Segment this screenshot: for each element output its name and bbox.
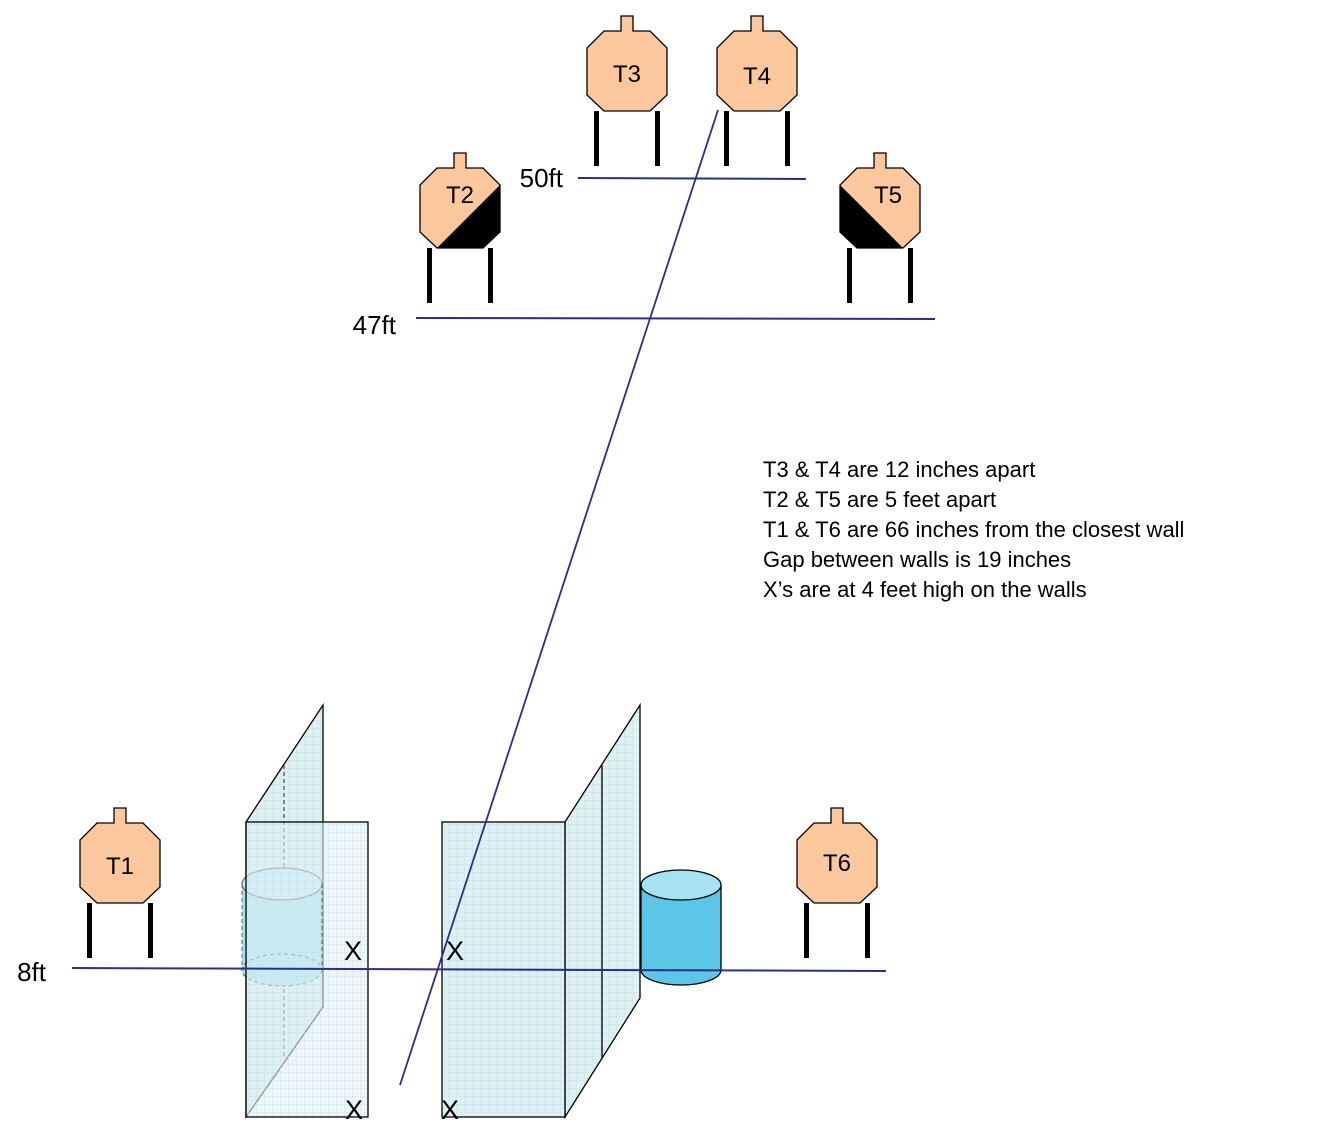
target-t2-label: T2 (446, 182, 474, 209)
note-line: T1 & T6 are 66 inches from the closest w… (763, 517, 1185, 542)
x-mark-right-bottom: X (441, 1095, 459, 1120)
target-t4-label: T4 (743, 63, 771, 90)
wall-right-side-panel (564, 702, 641, 1120)
note-line: X’s are at 4 feet high on the walls (763, 577, 1087, 602)
line-47ft (415, 317, 936, 320)
stage-notes: T3 & T4 are 12 inches apart T2 & T5 are … (763, 455, 1338, 605)
line-8ft (71, 967, 887, 972)
note-line: T2 & T5 are 5 feet apart (763, 487, 997, 512)
label-8ft: 8ft (17, 957, 47, 987)
sight-line (399, 109, 719, 1086)
note-line: Gap between walls is 19 inches (763, 547, 1072, 572)
target-t6: T6 (796, 807, 878, 959)
target-t2: T2 (419, 152, 501, 304)
target-t3-label: T3 (613, 61, 641, 88)
target-t4: T4 (716, 15, 798, 167)
barrel-right (640, 869, 722, 986)
target-t5: T5 (839, 152, 921, 304)
target-t3: T3 (586, 15, 668, 167)
target-t5-label: T5 (874, 182, 902, 209)
x-mark-right-wall: X (446, 936, 464, 966)
target-t1-label: T1 (106, 853, 134, 880)
note-line: T3 & T4 are 12 inches apart (763, 457, 1036, 482)
target-t6-label: T6 (823, 850, 851, 877)
target-t1: T1 (79, 807, 161, 959)
x-mark-left-wall: X (344, 936, 362, 966)
label-50ft: 50ft (520, 163, 564, 193)
x-mark-left-bottom: X (345, 1095, 363, 1120)
line-50ft (577, 177, 807, 180)
label-47ft: 47ft (353, 310, 397, 340)
